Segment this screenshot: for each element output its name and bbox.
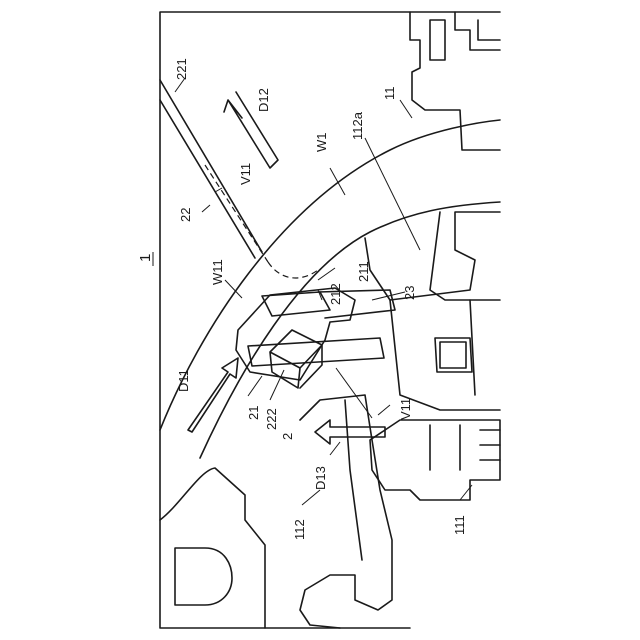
label-112a: 112a bbox=[350, 111, 365, 140]
label-211: 211 bbox=[356, 261, 371, 282]
leader-112 bbox=[302, 490, 320, 505]
leader-21 bbox=[248, 376, 262, 396]
housing-11-outline bbox=[410, 12, 500, 150]
label-212: 212 bbox=[328, 283, 343, 305]
label-D12: D12 bbox=[256, 88, 271, 112]
symbol-D bbox=[175, 548, 232, 605]
label-W1: W1 bbox=[314, 133, 329, 153]
lock-hook bbox=[435, 338, 472, 372]
label-112: 112 bbox=[292, 519, 307, 540]
body-112 bbox=[300, 395, 392, 628]
label-222: 222 bbox=[264, 408, 279, 430]
label-2: 2 bbox=[280, 433, 295, 440]
figure-number: 1 bbox=[137, 254, 154, 262]
leader-V11-diag bbox=[336, 368, 372, 418]
label-11: 11 bbox=[382, 87, 397, 101]
leader-V11b bbox=[378, 405, 390, 415]
label-V11-bottom: V11 bbox=[398, 398, 413, 420]
housing-11-detail bbox=[430, 12, 500, 60]
arrow-D13 bbox=[315, 420, 385, 444]
label-21: 21 bbox=[246, 406, 261, 420]
label-221: 221 bbox=[174, 58, 189, 80]
leader-W1 bbox=[330, 168, 345, 195]
label-D11: D11 bbox=[176, 369, 191, 392]
body-111-ribs bbox=[430, 425, 500, 470]
leader-V11a bbox=[215, 188, 222, 192]
leader-W11 bbox=[225, 280, 242, 298]
label-D13: D13 bbox=[313, 466, 328, 490]
label-23: 23 bbox=[402, 286, 417, 300]
label-W11: W11 bbox=[210, 259, 225, 285]
label-V11-top: V11 bbox=[238, 163, 253, 185]
body-112-edge bbox=[345, 400, 362, 560]
leader-22 bbox=[202, 205, 210, 212]
label-111: 111 bbox=[452, 515, 467, 535]
leader-112a bbox=[365, 138, 420, 250]
arc-hidden-line bbox=[268, 262, 318, 278]
bracket-23-inner bbox=[430, 212, 500, 300]
label-22: 22 bbox=[178, 208, 193, 222]
leader-D13 bbox=[330, 442, 340, 455]
figure-frame bbox=[160, 12, 500, 628]
body-upper-right bbox=[390, 300, 500, 410]
leader-11 bbox=[400, 100, 412, 118]
